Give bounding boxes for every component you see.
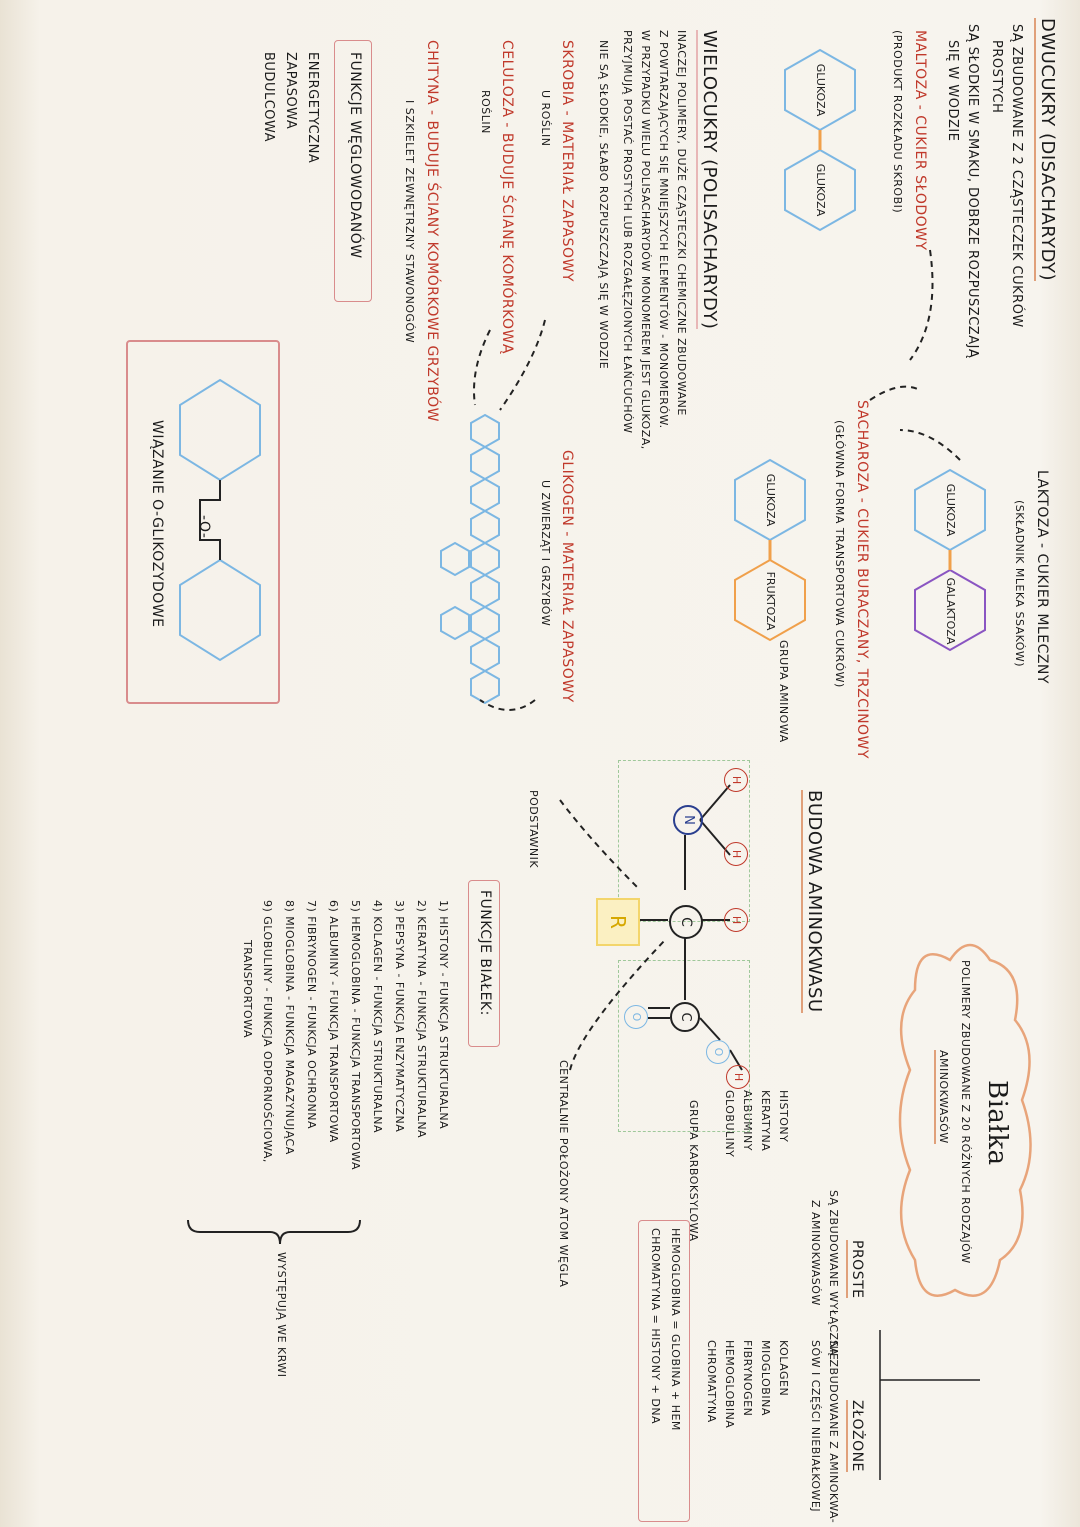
disaccharides-arrows xyxy=(869,249,961,461)
blood-note: WYSTĘPUJĄ WE KRWI xyxy=(275,1252,288,1378)
proteins-tree xyxy=(879,1330,980,1480)
polysaccharide-arrows xyxy=(473,319,546,711)
glycosidic-diagram xyxy=(179,378,261,662)
sucrose-diagram xyxy=(734,458,806,642)
polysaccharide-chain xyxy=(440,413,500,705)
amino-acid-structure xyxy=(559,784,743,1071)
proteins-cloud xyxy=(898,943,1032,1297)
lactose-diagram xyxy=(914,468,986,652)
maltose-diagram xyxy=(784,48,856,232)
